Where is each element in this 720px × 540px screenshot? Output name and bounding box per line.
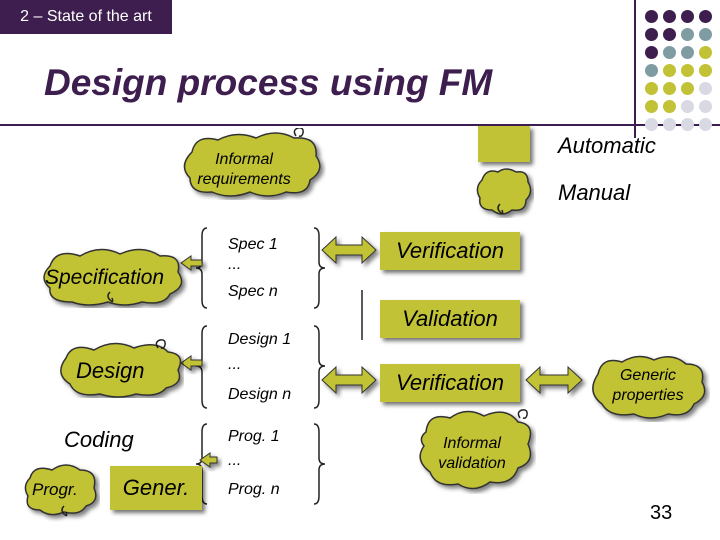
spec-item-last: Spec n — [228, 283, 278, 300]
design-item-ellipsis: ... — [228, 356, 242, 373]
coding-label: Coding — [64, 427, 134, 452]
decor-dot — [681, 28, 694, 41]
decor-dot — [645, 118, 658, 131]
prog-brace-right — [313, 423, 326, 505]
spec-brace-left — [195, 227, 208, 309]
decor-dot — [681, 82, 694, 95]
decor-dot — [663, 28, 676, 41]
corner-divider — [634, 0, 636, 138]
generation-box: Gener. — [110, 466, 202, 510]
verification-design-box: Verification — [380, 364, 520, 402]
decor-dot-grid — [0, 0, 720, 140]
decor-dot — [681, 46, 694, 59]
spec-brace-right — [313, 227, 326, 309]
informal-validation-label: Informal validation — [438, 435, 506, 472]
decor-dot — [663, 64, 676, 77]
legend-automatic-label: Automatic — [558, 133, 656, 158]
generic-properties-label: Generic properties — [612, 367, 684, 404]
arrow-gener-prog — [199, 452, 218, 468]
programming-cloud — [24, 464, 97, 517]
page-number: 33 — [650, 502, 673, 524]
decor-dot — [645, 10, 658, 23]
slide-title: Design process using FM — [44, 62, 493, 103]
arrow-design-verification — [321, 365, 377, 395]
decor-dot — [663, 46, 676, 59]
informal-requirements-label: Informal requirements — [197, 151, 291, 188]
legend-automatic-box — [478, 126, 530, 162]
decor-dot — [645, 100, 658, 113]
prog-item-ellipsis: ... — [228, 452, 242, 469]
decor-dot — [663, 10, 676, 23]
decor-dot — [645, 64, 658, 77]
design-item-first: Design 1 — [228, 331, 292, 348]
decor-dot — [681, 118, 694, 131]
generic-properties-cloud — [592, 355, 706, 419]
design-cloud — [60, 339, 182, 398]
arrow-spec-design — [180, 355, 203, 371]
decor-dot — [645, 28, 658, 41]
decor-dot — [699, 64, 712, 77]
verification-spec-box: Verification — [380, 232, 520, 270]
decor-dot — [699, 118, 712, 131]
specification-cloud — [43, 248, 183, 306]
decor-dot — [645, 46, 658, 59]
decor-dot — [699, 10, 712, 23]
design-brace-right — [313, 325, 326, 409]
decor-dot — [663, 82, 676, 95]
decor-dot — [663, 118, 676, 131]
design-label: Design — [76, 358, 145, 383]
validation-box: Validation — [380, 300, 520, 338]
informal-requirements-cloud — [183, 128, 321, 197]
spec-item-ellipsis: ... — [228, 256, 242, 273]
arrow-verification-generic — [525, 365, 583, 395]
decor-dot — [681, 10, 694, 23]
decor-dot — [681, 64, 694, 77]
prog-brace-left — [195, 423, 208, 505]
prog-item-first: Prog. 1 — [228, 428, 280, 445]
decor-dot — [699, 82, 712, 95]
decor-dot — [681, 100, 694, 113]
title-divider — [0, 124, 720, 126]
legend-manual-label: Manual — [558, 180, 631, 205]
section-tag: 2 – State of the art — [0, 0, 172, 34]
decor-dot — [663, 100, 676, 113]
arrow-req-spec — [180, 255, 203, 271]
specification-label: Specification — [45, 266, 165, 289]
informal-validation-cloud — [419, 409, 532, 490]
decor-dot — [699, 46, 712, 59]
design-item-last: Design n — [228, 386, 292, 403]
decor-dot — [645, 82, 658, 95]
decor-dot — [699, 28, 712, 41]
decor-dot — [699, 100, 712, 113]
legend-manual-cloud — [476, 168, 532, 215]
programming-label: Progr. — [32, 480, 78, 499]
design-brace-left — [195, 325, 208, 409]
arrow-spec-verification — [321, 235, 377, 265]
prog-item-last: Prog. n — [228, 481, 280, 498]
spec-item-first: Spec 1 — [228, 236, 278, 253]
